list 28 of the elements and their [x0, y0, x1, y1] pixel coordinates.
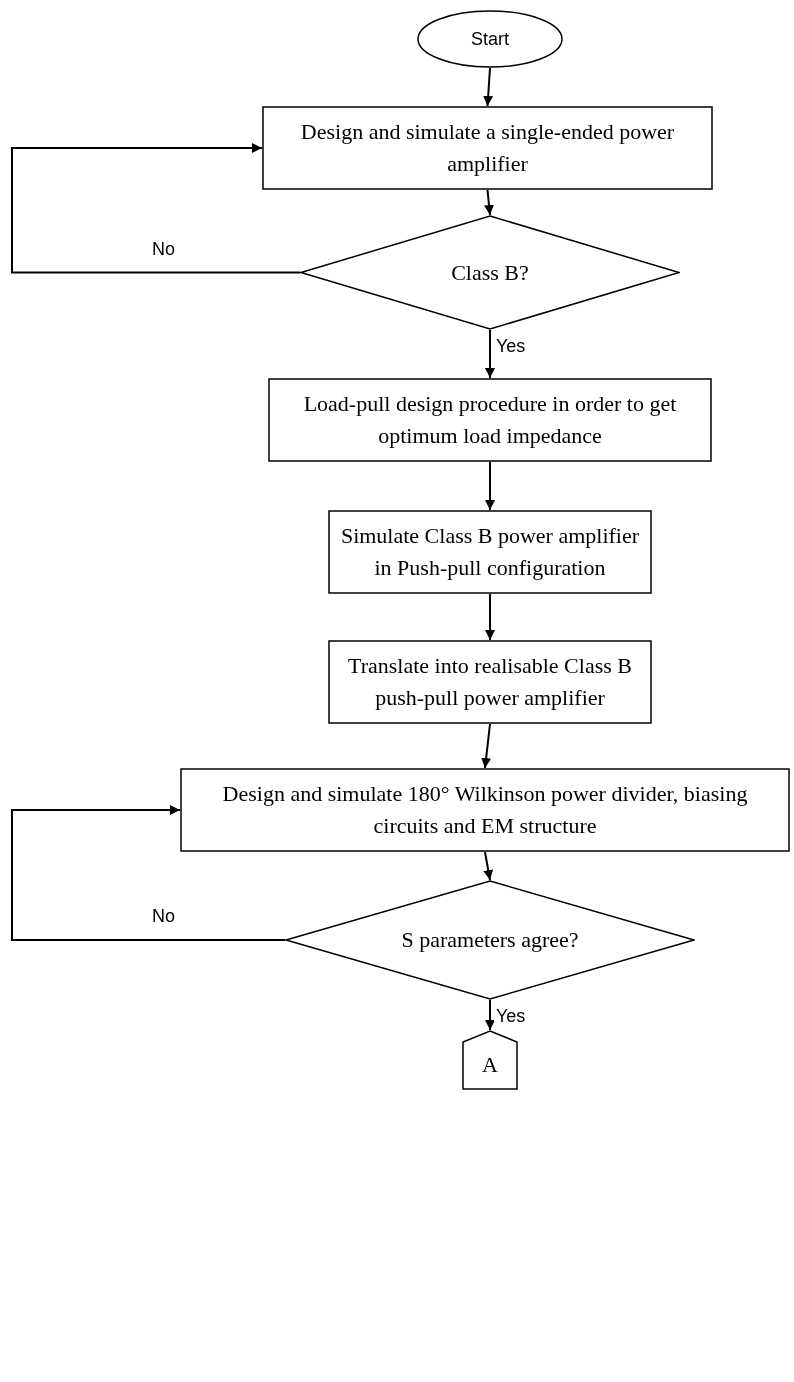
- process-box: [268, 378, 712, 462]
- node-text: Class B?: [451, 258, 529, 287]
- arrow: [485, 461, 495, 511]
- arrow: [485, 999, 495, 1031]
- node-text: Load-pull design procedure in order to get optimum load impedance: [302, 390, 678, 450]
- node-text: Simulate Class B power amplifier in Push-pull configuration: [339, 522, 641, 582]
- off-page-connector: [462, 1030, 518, 1090]
- arrow: [483, 851, 494, 881]
- node-text: A: [482, 1051, 498, 1080]
- arrow: [481, 723, 492, 769]
- process-box: [328, 510, 652, 594]
- process-box: [262, 106, 713, 190]
- process-box: [328, 640, 652, 724]
- process-box: [180, 768, 790, 852]
- node-text: Translate into realisable Class B push-pull power amplifier: [347, 652, 633, 712]
- node-text: Start: [471, 27, 509, 51]
- decision-diamond: [300, 215, 680, 330]
- arrow: [11, 805, 286, 941]
- arrow: [484, 189, 494, 216]
- start-terminal: [417, 10, 563, 68]
- node-text: S parameters agree?: [401, 926, 579, 955]
- arrow: [485, 329, 495, 379]
- node-text: Design and simulate a single-ended power amplifier: [299, 118, 676, 178]
- arrow: [11, 143, 301, 274]
- decision-diamond: [285, 880, 695, 1000]
- arrow: [485, 593, 495, 641]
- arrow: [483, 67, 494, 107]
- node-text: Design and simulate 180° Wilkinson power divider, biasing circuits and EM structure: [221, 780, 749, 840]
